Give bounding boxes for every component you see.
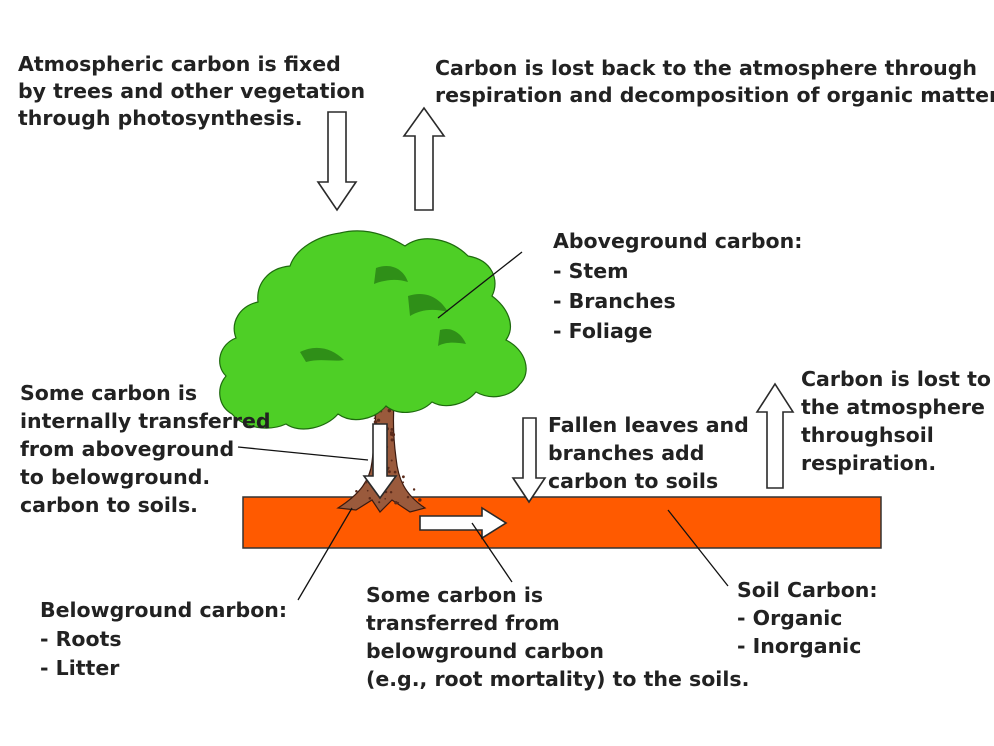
trunk-speckle (387, 408, 392, 413)
internal-transfer-leader (237, 446, 369, 461)
aboveground-carbon-label: Aboveground carbon: - Stem - Branches - Fol… (553, 229, 802, 343)
label-line: through photosynthesis. (18, 106, 303, 130)
soil-layer (242, 496, 882, 549)
trunk-speckle (397, 501, 400, 504)
trunk-speckle (373, 417, 376, 420)
fallen-leaves-label: Fallen leaves and branches add carbon to s… (548, 413, 749, 493)
label-line: to belowground. (20, 465, 210, 489)
label-line: Some carbon is (366, 583, 543, 607)
label-line: transferred from (366, 611, 560, 635)
trunk-speckle (378, 501, 381, 504)
trunk-speckle (418, 498, 422, 502)
soil-carbon-label: Soil Carbon: - Organic - Inorganic (737, 578, 878, 658)
trunk-speckle (390, 427, 394, 431)
label-line: from aboveground (20, 437, 234, 461)
trunk-speckle (402, 475, 405, 479)
trunk-speckle (384, 497, 387, 500)
soil-carbon-leader (667, 509, 729, 587)
soil-respiration-label: Carbon is lost to the atmosphere throughso… (801, 367, 991, 475)
trunk-speckle (393, 470, 397, 474)
label-line: respiration and decomposition of organic… (435, 83, 994, 107)
trunk-speckle (355, 489, 358, 493)
aboveground-leader (437, 251, 523, 319)
label-line: branches add (548, 441, 704, 465)
soil-respiration-arrow (755, 382, 795, 489)
label-line: throughsoil (801, 423, 934, 447)
label-line: Aboveground carbon: (553, 229, 802, 253)
internal-transfer-label: Some carbon is internally transferred from… (20, 381, 271, 517)
label-line: Carbon is lost to (801, 367, 991, 391)
label-line: (e.g., root mortality) to the soils. (366, 667, 749, 691)
label-line: Carbon is lost back to the atmosphere th… (435, 56, 977, 80)
trunk-speckle (412, 488, 416, 491)
label-line: - Organic (737, 606, 842, 630)
label-line: carbon to soils. (20, 493, 198, 517)
label-line: internally transferred (20, 409, 271, 433)
trunk-speckle (406, 495, 410, 499)
internal-transfer-arrow (362, 423, 398, 500)
label-line: the atmosphere (801, 395, 985, 419)
root-transfer-leader (471, 522, 513, 583)
label-line: Some carbon is (20, 381, 197, 405)
litterfall-arrow (511, 417, 547, 504)
trunk-speckle (389, 490, 393, 494)
root-to-soil-arrow (419, 506, 508, 540)
trunk-speckle (394, 500, 398, 505)
trunk-speckle (373, 420, 378, 424)
label-line: Fallen leaves and (548, 413, 749, 437)
root-transfer-label: Some carbon is transferred from belowgroun… (366, 583, 749, 691)
respiration-decomposition-label: Carbon is lost back to the atmosphere th… (435, 56, 994, 107)
belowground-carbon-label: Belowground carbon: - Roots - Litter (40, 598, 287, 680)
tree-foliage (219, 230, 527, 430)
label-line: Atmospheric carbon is fixed (18, 52, 341, 76)
trunk-speckle (364, 481, 368, 484)
trunk-speckle (376, 418, 381, 422)
label-line: belowground carbon (366, 639, 604, 663)
respiration-arrow (402, 106, 446, 211)
label-line: - Inorganic (737, 634, 861, 658)
label-line: respiration. (801, 451, 936, 475)
photosynthesis-label: Atmospheric carbon is fixed by trees and … (18, 52, 365, 130)
trunk-speckle (366, 489, 369, 492)
trunk-speckle (390, 431, 394, 435)
trunk-speckle (390, 438, 394, 442)
label-line: - Litter (40, 656, 120, 680)
trunk-speckle (402, 481, 405, 484)
label-line: - Foliage (553, 319, 652, 343)
label-line: - Stem (553, 259, 628, 283)
label-line: Belowground carbon: (40, 598, 287, 622)
label-line: - Roots (40, 627, 122, 651)
trunk-speckle (368, 497, 372, 500)
label-line: by trees and other vegetation (18, 79, 365, 103)
label-line: - Branches (553, 289, 676, 313)
trunk-speckle (387, 470, 391, 474)
belowground-leader (297, 507, 353, 601)
label-line: Soil Carbon: (737, 578, 878, 602)
label-line: carbon to soils (548, 469, 718, 493)
photosynthesis-arrow (316, 111, 358, 212)
trunk-speckle (390, 459, 393, 462)
